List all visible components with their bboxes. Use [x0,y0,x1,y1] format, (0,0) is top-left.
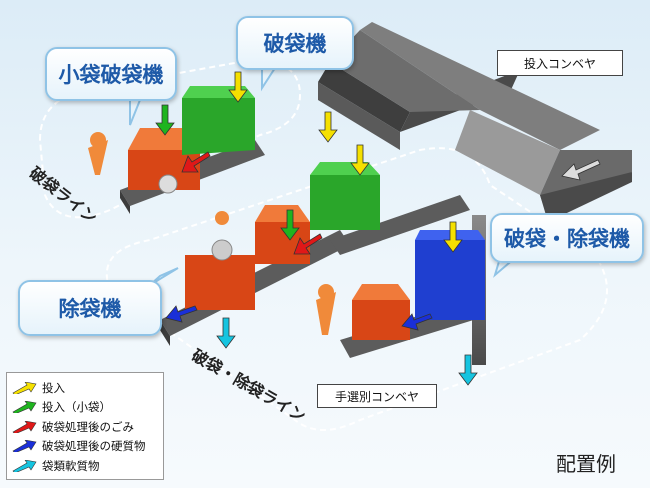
red-arrow-processed [181,151,211,173]
yellow-arrow-input [318,111,338,143]
red-arrow-icon [12,420,37,433]
legend-item: 投入（小袋） [11,398,159,418]
legend-label: 破袋処理後の硬質物 [42,439,146,454]
legend-item: 投入 [11,378,159,398]
yellow-arrow-icon [12,381,37,394]
flow-arrows [155,71,601,386]
blue-arrow-hard [401,313,433,331]
bag-breaking-line [88,86,265,214]
legend: 投入 投入（小袋） 破袋処理後のごみ 破袋処理後の硬質物 袋類軟質物 [6,372,164,480]
legend-label: 投入（小袋） [42,400,111,415]
label-input-conveyor: 投入コンベヤ [497,50,623,76]
blue-arrow-hard [165,305,198,323]
green-arrow-small-bag [155,104,175,136]
legend-item: 破袋処理後の硬質物 [11,437,159,457]
callout-tail [129,99,142,126]
legend-item: 破袋処理後のごみ [11,417,159,437]
breaking-removing-line [160,162,485,358]
legend-label: 投入 [42,380,65,395]
cyan-arrow-soft [458,354,478,386]
callout-bag-breaker: 破袋機 [236,16,354,70]
callout-tail [261,67,277,92]
yellow-arrow-input [443,221,463,253]
blue-arrow-icon [12,440,37,453]
label-hand-sort-conveyor: 手選別コンベヤ [317,384,437,408]
green-arrow-icon [12,401,37,414]
cyan-arrow-soft [216,317,236,349]
green-arrow-small-bag [280,209,300,241]
legend-item: 袋類軟質物 [11,456,159,476]
caption: 配置例 [556,452,616,476]
cyan-arrow-icon [12,459,37,472]
bag-breaking-zone [38,60,302,219]
callout-bag-breaker-remover: 破袋・除袋機 [490,213,644,263]
callout-bag-remover: 除袋機 [18,280,162,336]
legend-label: 破袋処理後のごみ [42,419,134,434]
yellow-arrow-input [350,144,370,176]
legend-label: 袋類軟質物 [42,458,100,473]
yellow-arrow-input [228,71,248,103]
callout-small-bag-breaker: 小袋破袋機 [45,47,177,101]
red-arrow-processed [293,233,323,255]
gray-arrow-conveyor [561,159,601,181]
